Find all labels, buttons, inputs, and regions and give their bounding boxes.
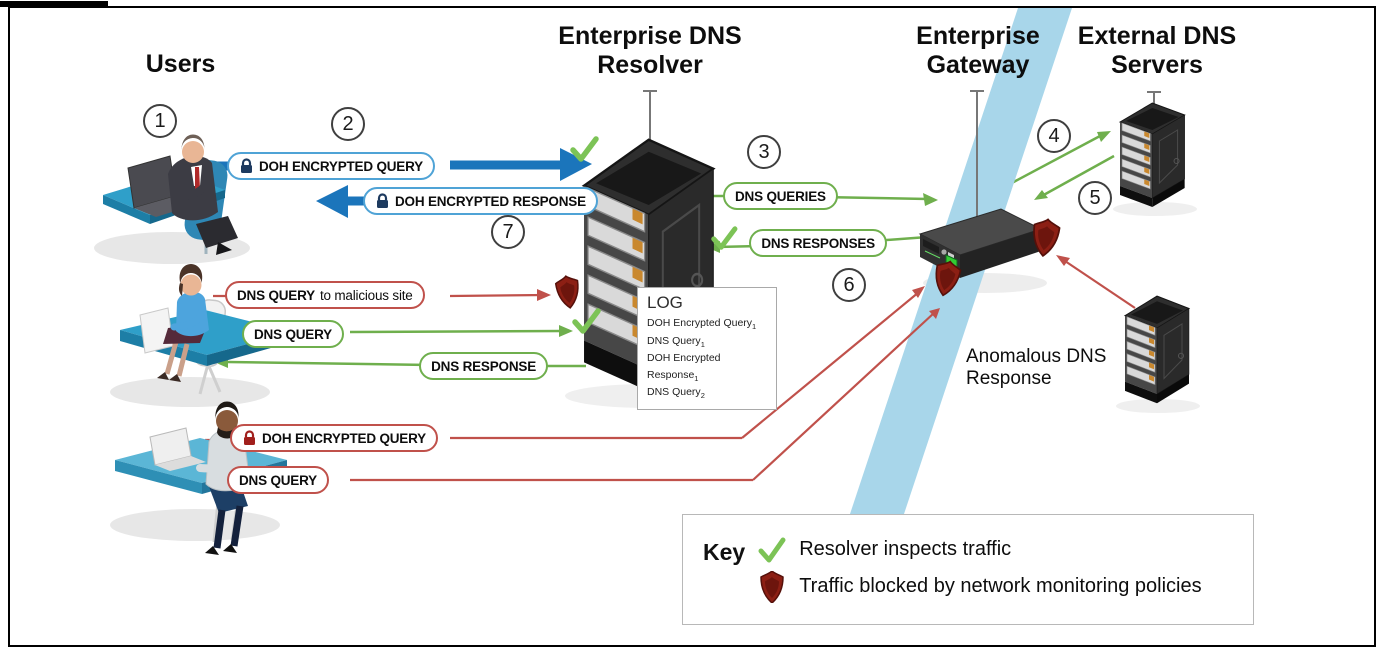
log-box: LOG DOH Encrypted Query1 DNS Query1 DOH … xyxy=(637,287,777,411)
malicious-query-pill: DNS QUERY to malicious site xyxy=(225,281,425,309)
resolver-header: Enterprise DNS Resolver xyxy=(558,22,742,79)
key-item-inspects: Resolver inspects traffic xyxy=(757,537,1201,563)
doh-encrypted-query-pill: DOH ENCRYPTED QUERY xyxy=(227,152,435,180)
pill-label: DNS QUERY xyxy=(237,287,315,303)
anomalous-label: Anomalous DNS Response xyxy=(966,346,1107,390)
step-circle-5: 5 xyxy=(1078,181,1112,215)
users-header: Users xyxy=(145,50,216,78)
pill-label: DNS RESPONSES xyxy=(761,235,875,251)
doh-encrypted-query-blocked-pill: DOH ENCRYPTED QUERY xyxy=(230,424,438,452)
dns-response-in-arrowhead xyxy=(1034,190,1048,200)
shadows xyxy=(94,202,1200,541)
step-circle-2: 2 xyxy=(331,107,365,141)
dns-queries-pill: DNS QUERIES xyxy=(723,182,838,210)
dns-queries-arrowhead xyxy=(923,193,938,206)
log-entry: DNS Query1 xyxy=(647,334,705,349)
external-header: External DNS Servers xyxy=(1077,22,1237,79)
key-item-label: Resolver inspects traffic xyxy=(799,538,1012,560)
pill-label-suffix: to malicious site xyxy=(319,287,413,303)
check-icon xyxy=(573,139,596,159)
dns-responses-pill: DNS RESPONSES xyxy=(749,229,887,257)
key-item-blocked: Traffic blocked by network monitoring po… xyxy=(757,570,1202,603)
log-entry: DNS Query2 xyxy=(647,386,705,401)
check-icon xyxy=(757,537,787,563)
log-entry: DOH Encrypted Query1 xyxy=(647,317,757,332)
check-icon xyxy=(714,229,735,247)
figure-border xyxy=(8,6,1376,647)
key-box: Key Resolver inspects traffic Traffic bl… xyxy=(682,514,1254,625)
step-circle-4: 4 xyxy=(1037,119,1071,153)
log-title: LOG xyxy=(647,293,683,312)
log-entry: DOH Encrypted Response1 xyxy=(647,352,721,383)
dns-query-pill: DNS QUERY xyxy=(242,320,344,348)
gateway-header: Enterprise Gateway xyxy=(916,22,1040,79)
pill-label: DNS QUERIES xyxy=(735,188,826,204)
figure-border-top-segment xyxy=(0,1,108,7)
shield-icon xyxy=(757,570,787,603)
shield-icon xyxy=(554,273,582,311)
pill-label: DNS RESPONSE xyxy=(431,358,536,374)
pill-label: DOH ENCRYPTED QUERY xyxy=(259,158,423,174)
pill-label: DOH ENCRYPTED RESPONSE xyxy=(395,193,586,209)
doh-encrypted-response-pill: DOH ENCRYPTED RESPONSE xyxy=(363,187,598,215)
dns-query-ok-arrowhead xyxy=(559,325,573,337)
lock-icon xyxy=(377,193,388,208)
malicious-query-arrowhead xyxy=(537,289,551,301)
dns-query-out-arrowhead xyxy=(1097,131,1111,142)
dns-blocked-arrowhead xyxy=(929,308,940,319)
dns-query-blocked-pill: DNS QUERY xyxy=(227,466,329,494)
pill-label: DNS QUERY xyxy=(239,472,317,488)
user-1-figure xyxy=(103,134,238,255)
key-item-label: Traffic blocked by network monitoring po… xyxy=(799,575,1202,597)
step-circle-7: 7 xyxy=(491,215,525,249)
lock-icon xyxy=(241,158,252,173)
doh-query-arrowhead xyxy=(560,148,592,181)
key-title: Key xyxy=(703,539,746,565)
anomalous-arrowhead xyxy=(1056,255,1070,266)
pill-label: DOH ENCRYPTED QUERY xyxy=(262,430,426,446)
doh-response-arrowhead xyxy=(316,185,348,218)
dns-response-pill: DNS RESPONSE xyxy=(419,352,548,380)
pill-label: DNS QUERY xyxy=(254,326,332,342)
step-circle-1: 1 xyxy=(143,104,177,138)
external-dns-servers-rack xyxy=(1119,102,1186,208)
lock-icon xyxy=(244,430,255,445)
anomalous-dns-server-rack xyxy=(1124,295,1190,404)
step-circle-6: 6 xyxy=(832,268,866,302)
step-circle-3: 3 xyxy=(747,135,781,169)
doh-blocked-arrowhead xyxy=(912,286,925,298)
